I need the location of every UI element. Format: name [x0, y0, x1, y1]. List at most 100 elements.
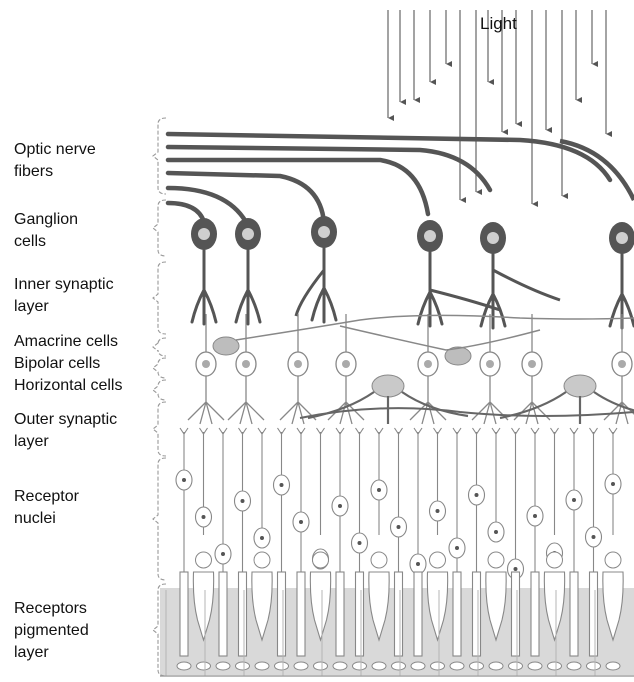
pigment-cell — [587, 662, 601, 670]
ganglion-nucleus — [616, 232, 628, 244]
bipolar-nucleus — [424, 360, 432, 368]
bipolar-dendrite — [228, 376, 264, 424]
receptor-nucleus-dot — [436, 509, 440, 513]
pigment-cell — [197, 662, 211, 670]
bipolar-nucleus — [294, 360, 302, 368]
horizontal-cell — [372, 375, 404, 397]
layer-bracket — [153, 118, 166, 194]
label-line: Ganglion — [14, 209, 78, 231]
label-receptor-nuclei: Receptor nuclei — [14, 486, 79, 530]
rod-segment — [512, 572, 520, 656]
light-label: Light — [480, 14, 517, 34]
pigment-cell — [333, 662, 347, 670]
label-line: layer — [14, 296, 114, 318]
rod-segment — [219, 572, 227, 656]
pigment-cell — [548, 662, 562, 670]
pigment-cell — [606, 662, 620, 670]
receptor-nucleus-dot — [182, 478, 186, 482]
layer-bracket — [153, 458, 166, 580]
pigment-cell — [450, 662, 464, 670]
ganglion-nucleus — [487, 232, 499, 244]
receptor-nucleus-dot — [416, 562, 420, 566]
receptor-nucleus-dot — [533, 514, 537, 518]
receptor-terminal — [317, 428, 325, 434]
label-line: layer — [14, 642, 89, 664]
label-line: Horizontal cells — [14, 375, 122, 397]
label-ganglion-cells: Ganglion cells — [14, 209, 78, 253]
receptor-nucleus-dot — [514, 567, 518, 571]
layer-bracket — [153, 262, 166, 334]
bipolar-nucleus — [342, 360, 350, 368]
horizontal-cell — [564, 375, 596, 397]
pigment-cell — [470, 662, 484, 670]
receptor-terminal — [200, 428, 208, 434]
cone-nucleus — [547, 552, 563, 568]
pigment-cell — [528, 662, 542, 670]
pigment-cell — [216, 662, 230, 670]
receptor-terminal — [434, 428, 442, 434]
receptor-nucleus-dot — [494, 530, 498, 534]
label-line: Receptor — [14, 486, 79, 508]
label-line: Inner synaptic — [14, 274, 114, 296]
receptor-nucleus-dot — [260, 536, 264, 540]
optic-nerve-fiber — [168, 160, 428, 214]
receptor-terminal — [356, 428, 364, 434]
receptor-nucleus-dot — [358, 541, 362, 545]
receptor-nucleus-dot — [572, 498, 576, 502]
label-line: Optic nerve — [14, 139, 96, 161]
layer-bracket — [153, 402, 166, 456]
rod-segment — [239, 572, 247, 656]
receptor-terminal — [414, 428, 422, 434]
pigment-cell — [353, 662, 367, 670]
bipolar-nucleus — [202, 360, 210, 368]
layer-bracket — [153, 358, 166, 378]
layer-bracket — [153, 338, 166, 356]
pigment-cell — [431, 662, 445, 670]
label-line: Outer synaptic — [14, 409, 117, 431]
rod-segment — [453, 572, 461, 656]
rod-segment — [180, 572, 188, 656]
receptor-terminal — [219, 428, 227, 434]
optic-nerve-fiber — [168, 203, 204, 222]
receptor-terminal — [609, 428, 617, 434]
label-outer-synaptic-layer: Outer synaptic layer — [14, 409, 117, 453]
receptor-terminal — [180, 428, 188, 434]
receptor-nucleus-dot — [455, 546, 459, 550]
ganglion-dendrite — [192, 250, 216, 324]
rod-segment — [473, 572, 481, 656]
pigment-cell — [392, 662, 406, 670]
label-line: layer — [14, 431, 117, 453]
receptor-terminal — [336, 428, 344, 434]
receptor-nucleus-dot — [338, 504, 342, 508]
layer-bracket — [153, 380, 166, 400]
cone-nucleus — [254, 552, 270, 568]
receptor-terminal — [239, 428, 247, 434]
receptor-terminal — [278, 428, 286, 434]
bipolar-nucleus — [618, 360, 626, 368]
receptor-terminal — [395, 428, 403, 434]
receptor-nucleus-dot — [241, 499, 245, 503]
amacrine-cell — [213, 337, 239, 355]
cone-nucleus — [430, 552, 446, 568]
receptor-terminal — [570, 428, 578, 434]
receptor-nucleus-dot — [280, 483, 284, 487]
optic-nerve-fiber — [168, 147, 490, 190]
label-line: cells — [14, 231, 78, 253]
amacrine-process — [236, 315, 634, 340]
label-line: nuclei — [14, 508, 79, 530]
receptor-nucleus-dot — [397, 525, 401, 529]
label-optic-nerve-fibers: Optic nerve fibers — [14, 139, 96, 183]
pigment-cell — [314, 662, 328, 670]
label-line: Bipolar cells — [14, 353, 100, 375]
label-line: Amacrine cells — [14, 331, 118, 353]
bipolar-dendrite — [188, 376, 224, 424]
horizontal-process — [500, 392, 634, 424]
rod-segment — [278, 572, 286, 656]
cone-nucleus — [313, 552, 329, 568]
pigment-cell — [509, 662, 523, 670]
ganglion-nucleus — [198, 228, 210, 240]
ganglion-dendrite — [236, 250, 260, 324]
cone-nucleus — [488, 552, 504, 568]
pigment-cell — [489, 662, 503, 670]
pigment-cell — [372, 662, 386, 670]
